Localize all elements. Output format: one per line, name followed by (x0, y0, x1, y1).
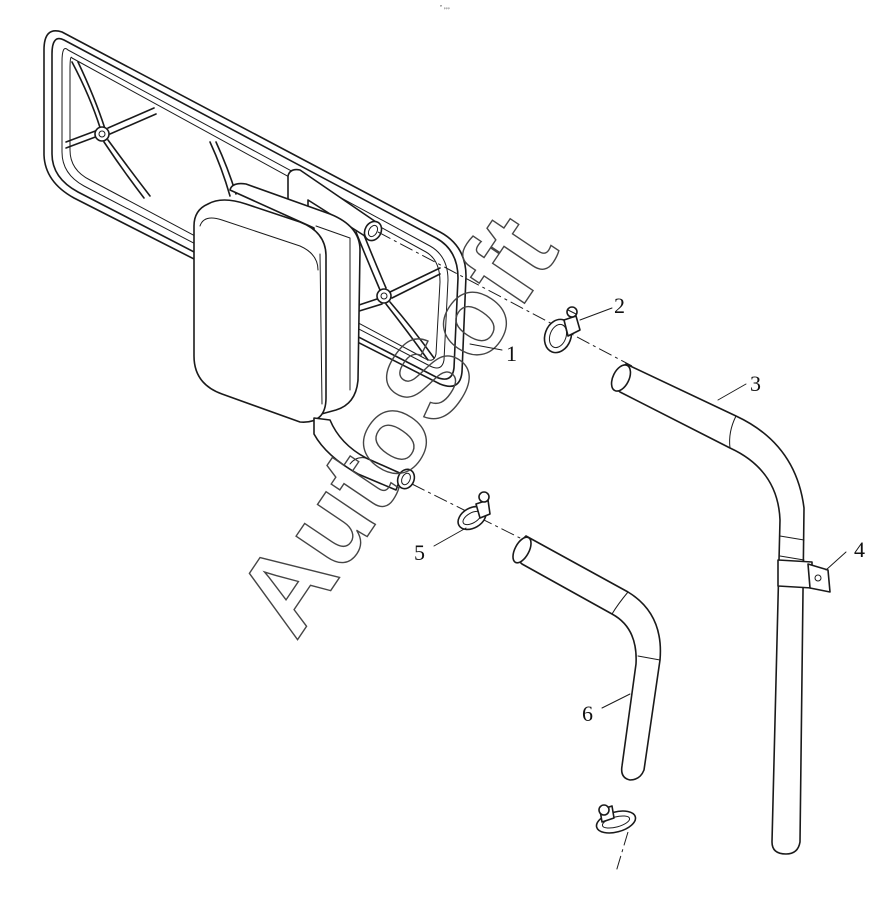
leader-5 (433, 527, 467, 547)
leader-2 (579, 307, 613, 321)
bottom-hose-clamp (595, 804, 637, 834)
filter-frame-inner2 (61, 48, 449, 369)
centerline-upper (377, 231, 633, 367)
callout-3: 3 (750, 371, 761, 396)
leader-1 (469, 343, 503, 351)
filter-housing-back (229, 182, 361, 417)
callout-5: 5 (414, 540, 425, 565)
header-mark: ᴿ ₚₚₚ (440, 5, 450, 11)
centerline-bottom (615, 831, 629, 873)
leader-4 (825, 551, 847, 571)
part-3-long-intake-tube (610, 363, 805, 855)
part-2-hose-clamp (543, 306, 581, 354)
centerline-lower (411, 483, 529, 543)
callout-2: 2 (614, 293, 625, 318)
filter-spider-right (355, 229, 441, 361)
filter-bottom-outlet (313, 417, 416, 491)
callout-6: 6 (582, 701, 593, 726)
callout-4: 4 (854, 537, 865, 562)
filter-housing-front (193, 199, 327, 423)
part-4-tube-bracket (777, 559, 831, 593)
part-1-filter-assembly (43, 30, 467, 491)
leader-3 (717, 383, 747, 401)
part-5-hose-clamp (457, 491, 491, 531)
callout-1: 1 (506, 341, 517, 366)
filter-spider-left (65, 61, 157, 199)
part-6-short-intake-tube (512, 535, 662, 781)
filter-frame-inner1 (51, 37, 459, 380)
leader-6 (601, 693, 631, 709)
filter-frame-outer (43, 30, 467, 388)
